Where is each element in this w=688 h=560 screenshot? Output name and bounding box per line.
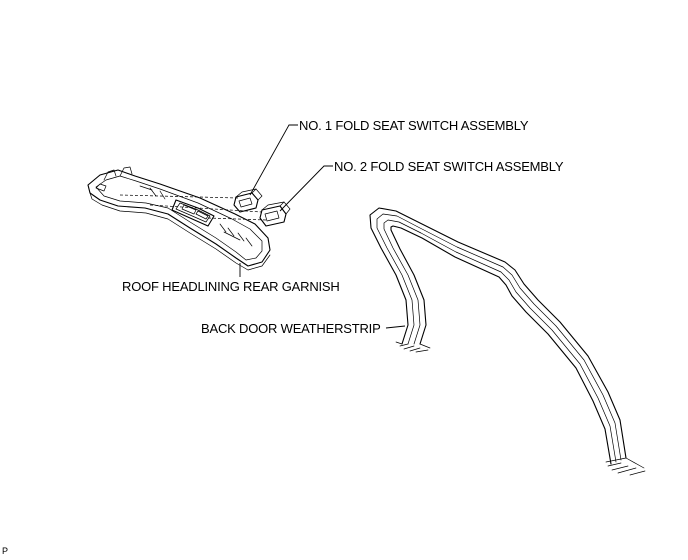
label-no2-fold-seat-switch: NO. 2 FOLD SEAT SWITCH ASSEMBLY <box>334 159 564 174</box>
leader-lines <box>239 124 406 329</box>
label-roof-headlining-rear-garnish: ROOF HEADLINING REAR GARNISH <box>122 279 340 294</box>
leader-weatherstrip <box>385 325 406 329</box>
leader-switch-2 <box>279 165 333 212</box>
label-no1-fold-seat-switch: NO. 1 FOLD SEAT SWITCH ASSEMBLY <box>299 118 529 133</box>
alignment-lines <box>119 194 267 221</box>
roof-headlining-rear-garnish <box>87 166 271 271</box>
label-back-door-weatherstrip: BACK DOOR WEATHERSTRIP <box>201 321 381 336</box>
leader-switch-1 <box>249 124 298 196</box>
figure-code: P <box>2 546 8 556</box>
back-door-weatherstrip <box>369 207 646 476</box>
no1-fold-seat-switch <box>233 188 263 213</box>
